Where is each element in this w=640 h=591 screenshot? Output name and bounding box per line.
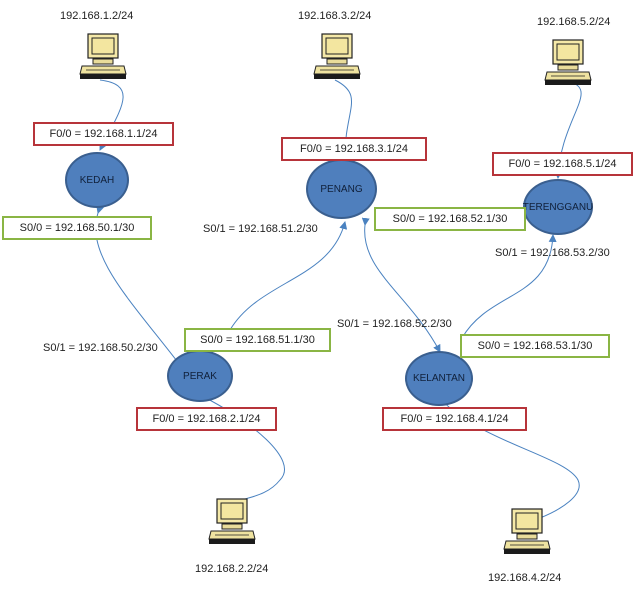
desktop-computer-icon[interactable] — [310, 32, 362, 82]
router-label: KELANTAN — [412, 373, 466, 384]
interface-box-serial: S0/0 = 192.168.51.1/30 — [184, 328, 331, 352]
host-ip-label: 192.168.3.2/24 — [298, 10, 372, 22]
interface-box-fastethernet: F0/0 = 192.168.1.1/24 — [33, 122, 174, 146]
interface-box-fastethernet: F0/0 = 192.168.4.1/24 — [382, 407, 527, 431]
interface-box-serial: S0/0 = 192.168.50.1/30 — [2, 216, 152, 240]
interface-label-serial: S0/1 = 192.168.50.2/30 — [43, 342, 158, 354]
host-ip-label: 192.168.5.2/24 — [537, 16, 611, 28]
link-kelantan-terengganu — [461, 234, 557, 339]
interface-box-fastethernet: F0/0 = 192.168.5.1/24 — [492, 152, 633, 176]
router-penang[interactable]: PENANG — [306, 159, 377, 219]
host-ip-label: 192.168.2.2/24 — [195, 563, 269, 575]
host-ip-label: 192.168.1.2/24 — [60, 10, 134, 22]
desktop-computer-icon[interactable] — [541, 38, 593, 88]
router-perak[interactable]: PERAK — [167, 350, 233, 402]
interface-label-serial: S0/1 = 192.168.53.2/30 — [495, 247, 610, 259]
desktop-computer-icon[interactable] — [500, 507, 552, 557]
router-terengganu[interactable]: TERENGGANU — [523, 179, 593, 235]
link-perak-penang — [229, 221, 348, 331]
router-label: PERAK — [183, 370, 217, 382]
interface-box-serial: S0/0 = 192.168.53.1/30 — [460, 334, 610, 358]
interface-label-serial: S0/1 = 192.168.52.2/30 — [337, 318, 452, 330]
desktop-computer-icon[interactable] — [76, 32, 128, 82]
router-label: PENANG — [320, 183, 363, 195]
interface-box-fastethernet: F0/0 = 192.168.3.1/24 — [281, 137, 427, 161]
desktop-computer-icon[interactable] — [205, 497, 257, 547]
router-label: KEDAH — [79, 174, 115, 186]
router-kedah[interactable]: KEDAH — [65, 152, 129, 208]
interface-label-serial: S0/1 = 192.168.51.2/30 — [203, 223, 318, 235]
router-kelantan[interactable]: KELANTAN — [405, 351, 473, 406]
link-penang-kelantan — [361, 217, 441, 353]
interface-box-fastethernet: F0/0 = 192.168.2.1/24 — [136, 407, 277, 431]
router-label: TERENGGANU — [522, 201, 594, 213]
interface-box-serial: S0/0 = 192.168.52.1/30 — [374, 207, 526, 231]
host-ip-label: 192.168.4.2/24 — [488, 572, 562, 584]
